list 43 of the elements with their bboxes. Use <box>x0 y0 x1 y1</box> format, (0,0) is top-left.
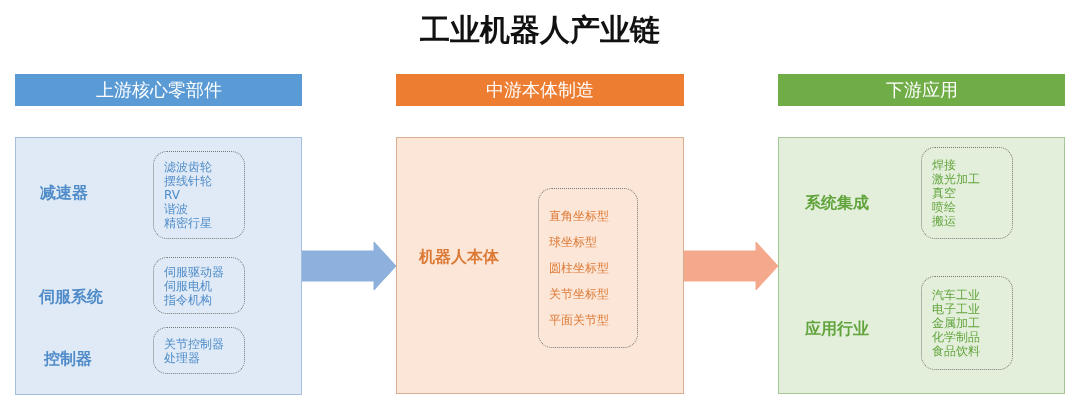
list-item: 真空 <box>932 186 957 200</box>
block-arrow <box>301 241 397 291</box>
section-header <box>778 74 1065 106</box>
header-label: 中游本体制造 <box>486 78 594 102</box>
header-label: 下游应用 <box>885 78 958 102</box>
section-panel <box>15 137 302 395</box>
list-item: 伺服驱动器 <box>164 264 225 279</box>
list-item: 焊接 <box>932 158 957 172</box>
section-header <box>15 74 302 106</box>
list-item: RV <box>164 188 181 202</box>
category-label: 机器人本体 <box>419 247 499 268</box>
section-panel <box>778 137 1065 394</box>
list-item: 喷绘 <box>932 200 957 214</box>
list-item: 关节坐标型 <box>549 287 610 301</box>
list-item: 直角坐标型 <box>549 209 610 223</box>
section-panel <box>396 137 684 394</box>
section-header <box>396 74 684 106</box>
list-item: 金属加工 <box>932 316 981 330</box>
list-item: 滤波齿轮 <box>164 160 213 174</box>
list-item: 谐波 <box>164 202 189 216</box>
list-item: 汽车工业 <box>932 288 981 302</box>
category-label: 应用行业 <box>805 319 869 340</box>
category-label: 伺服系统 <box>39 287 103 308</box>
list-item: 激光加工 <box>932 172 981 186</box>
list-item: 摆线针轮 <box>164 174 213 188</box>
list-item: 搬运 <box>932 214 957 228</box>
list-item: 食品饮料 <box>932 344 981 358</box>
list-item: 伺服电机 <box>164 278 213 293</box>
list-item: 指令机构 <box>164 292 213 307</box>
list-item: 电子工业 <box>932 302 981 316</box>
list-item: 圆柱坐标型 <box>549 261 610 275</box>
list-item: 精密行星 <box>164 216 213 230</box>
diagram-title: 工业机器人产业链 <box>419 11 661 49</box>
category-label: 减速器 <box>40 183 88 204</box>
list-item: 化学制品 <box>932 330 981 344</box>
block-arrow <box>683 241 779 291</box>
header-label: 上游核心零部件 <box>95 78 222 102</box>
category-label: 系统集成 <box>805 193 869 214</box>
list-item: 关节控制器 <box>164 336 225 351</box>
list-item: 处理器 <box>164 350 201 365</box>
category-label: 控制器 <box>44 349 92 370</box>
list-item: 平面关节型 <box>549 313 610 327</box>
list-item: 球坐标型 <box>549 235 598 249</box>
